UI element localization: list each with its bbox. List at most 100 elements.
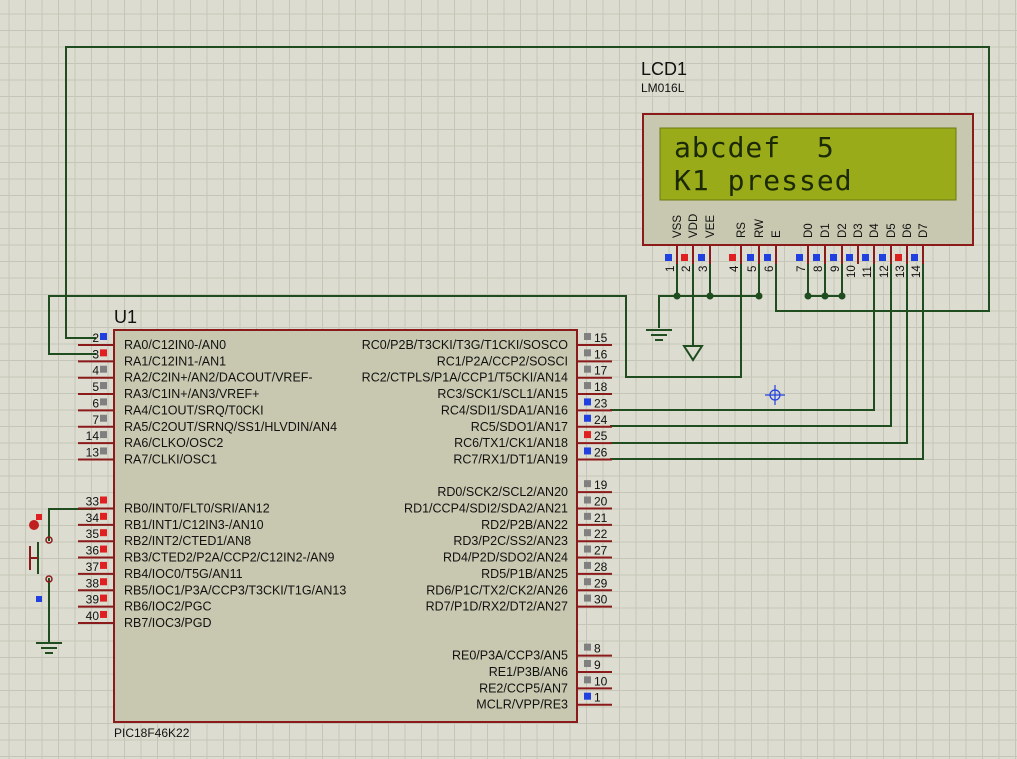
wire-rc5-d5[interactable] bbox=[610, 262, 892, 427]
pin-state-marker bbox=[100, 512, 107, 520]
lcd-pin-number: 13 bbox=[895, 265, 907, 278]
wire-ra0-lcd-e[interactable] bbox=[65, 46, 990, 339]
lcd-component[interactable]: abcdef 5 K1 pressed VSS1VDD2VEE3RS4RW5E6… bbox=[642, 113, 974, 278]
pin-label: RE1/P3B/AN6 bbox=[489, 665, 568, 679]
pin-label: RD1/CCP4/SDI2/SDA2/AN21 bbox=[404, 502, 568, 516]
pin-number: 38 bbox=[86, 576, 100, 590]
pin-state-marker bbox=[862, 254, 869, 261]
button-actuator-icon[interactable] bbox=[29, 520, 39, 530]
pin-state-marker bbox=[100, 578, 107, 586]
pin-label: RC5/SDO1/AN17 bbox=[471, 420, 568, 434]
pin-state-marker bbox=[100, 447, 107, 455]
pin-state-marker bbox=[584, 480, 591, 488]
pin-state-marker bbox=[584, 349, 591, 357]
pin-number: 21 bbox=[594, 511, 608, 525]
pin-label: RB1/INT1/C12IN3-/AN10 bbox=[124, 518, 264, 532]
pin-label: RD3/P2C/SS2/AN23 bbox=[453, 534, 568, 548]
pin-state-marker bbox=[100, 431, 107, 439]
pin-label: RD7/P1D/RX2/DT2/AN27 bbox=[426, 600, 568, 614]
pin-state-marker bbox=[584, 660, 591, 667]
lcd-pin-label: D7 bbox=[918, 223, 930, 238]
lcd-pin-e[interactable]: E6 bbox=[764, 230, 783, 272]
pin-number: 2 bbox=[92, 331, 99, 345]
lcd-pin-rs[interactable]: RS4 bbox=[729, 222, 748, 272]
wire-lcd-gnd[interactable] bbox=[658, 262, 678, 328]
pin-state-marker bbox=[584, 545, 591, 553]
pin-label: RC3/SCK1/SCL1/AN15 bbox=[437, 387, 568, 401]
pin-number: 8 bbox=[594, 642, 601, 656]
pin-number: 35 bbox=[86, 527, 100, 541]
lcd-pin-number: 8 bbox=[813, 266, 825, 272]
push-button[interactable] bbox=[29, 514, 53, 602]
lcd-pin-label: RW bbox=[754, 219, 766, 238]
pin-label: RC4/SDI1/SDA1/AN16 bbox=[441, 403, 568, 417]
pin-state-marker bbox=[584, 578, 591, 586]
wire-rc4-d4[interactable] bbox=[610, 262, 875, 411]
lcd-pin-rw[interactable]: RW5 bbox=[747, 219, 766, 272]
wire-ra1-lcd-rs[interactable] bbox=[48, 262, 742, 378]
lcd-pin-d1[interactable]: D18 bbox=[813, 223, 832, 272]
lcd-pin-d2[interactable]: D29 bbox=[830, 223, 849, 272]
pin-number: 39 bbox=[86, 593, 100, 607]
pin-label: RE0/P3A/CCP3/AN5 bbox=[452, 649, 568, 663]
lcd-pin-d0[interactable]: D07 bbox=[796, 223, 815, 272]
pin-label: RE2/CCP5/AN7 bbox=[479, 681, 568, 695]
lcd-pin-number: 10 bbox=[846, 265, 858, 278]
pin-label: RA6/CLKO/OSC2 bbox=[124, 436, 223, 450]
wire-rc7-d7[interactable] bbox=[610, 262, 924, 460]
pin-label: RC0/P2B/T3CKI/T3G/T1CKI/SOSCO bbox=[362, 338, 569, 352]
pin-state-marker bbox=[729, 254, 736, 261]
lcd-pin-label: RS bbox=[736, 222, 748, 238]
pin-state-marker bbox=[584, 512, 591, 520]
lcd-line-2: K1 pressed bbox=[674, 164, 853, 197]
wire-rc6-d6[interactable] bbox=[610, 262, 908, 444]
